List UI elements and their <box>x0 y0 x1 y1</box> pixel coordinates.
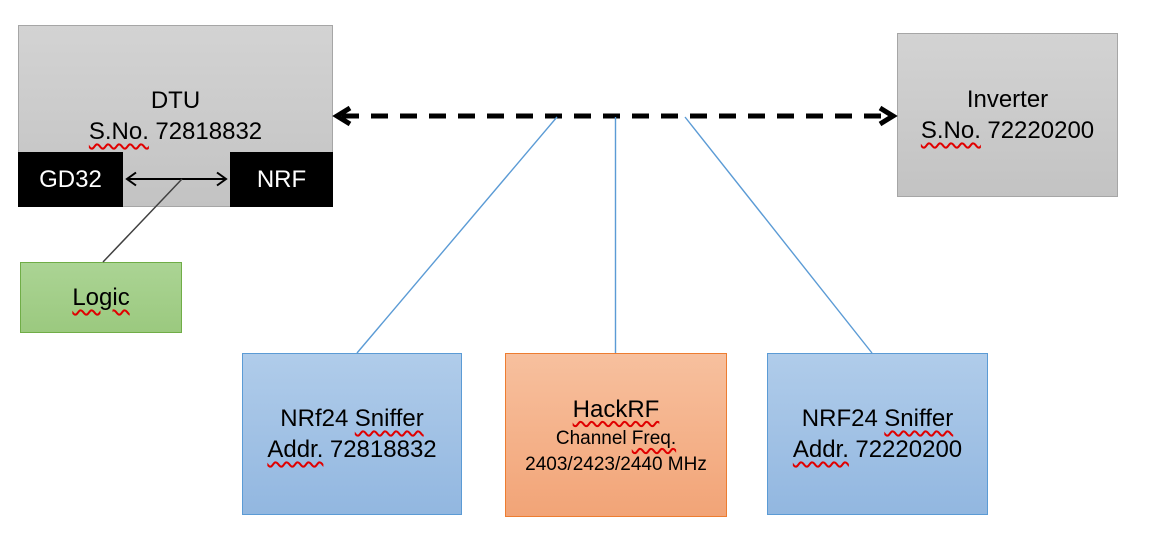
sniffer-inverter-addr-value: 72220200 <box>855 436 963 463</box>
sniffer-dtu-title: NRf24 Sniffer <box>280 403 423 434</box>
inverter-title: Inverter <box>966 86 1049 113</box>
hackrf-frequencies: 2403/2423/2440 MHz <box>525 453 707 475</box>
sniffer-inverter-title-prefix: NRF24 <box>801 405 878 432</box>
sniffer-inverter-title-word: Sniffer <box>884 405 954 432</box>
hackrf-subtitle-prefix: Channel <box>555 427 627 449</box>
node-hackrf: HackRF Channel Freq. 2403/2423/2440 MHz <box>505 353 727 517</box>
dtu-serial-value: 72818832 <box>155 118 263 145</box>
sniffer-inverter-addr-label: Addr. <box>792 436 849 463</box>
hackrf-title-text: HackRF <box>572 395 660 423</box>
sniffer-inverter-addr: Addr. 72220200 <box>793 434 962 465</box>
node-nrf: NRF <box>230 152 333 207</box>
node-logic: Logic <box>20 262 182 333</box>
dashed-arrowhead-right-icon <box>878 105 898 127</box>
sniffer-dtu-title-word: Sniffer <box>354 405 424 432</box>
node-gd32: GD32 <box>18 152 123 207</box>
connector-line-sniffer-dtu <box>356 116 558 354</box>
node-sniffer-dtu: NRf24 Sniffer Addr. 72818832 <box>242 353 462 515</box>
sniffer-dtu-addr-label: Addr. <box>267 436 324 463</box>
sniffer-inverter-title: NRF24 Sniffer <box>802 403 953 434</box>
node-inverter: Inverter S.No. 72220200 <box>897 33 1118 197</box>
dashed-arrowhead-left-icon <box>332 105 352 127</box>
inverter-serial: S.No. 72220200 <box>921 115 1094 146</box>
hackrf-subtitle: Channel Freq. <box>556 426 676 452</box>
hackrf-title: HackRF <box>573 393 660 426</box>
sniffer-dtu-title-prefix: NRf24 <box>280 405 349 432</box>
logic-label-text: Logic <box>72 284 130 311</box>
hackrf-subtitle-word: Freq. <box>631 427 677 449</box>
connector-line-sniffer-inverter <box>684 116 873 354</box>
inverter-serial-value: 72220200 <box>987 117 1095 144</box>
sniffer-dtu-addr-value: 72818832 <box>329 436 437 463</box>
dtu-serial: S.No. 72818832 <box>89 116 262 147</box>
dtu-serial-label: S.No. <box>88 118 149 145</box>
inverter-serial-label: S.No. <box>920 117 981 144</box>
sniffer-dtu-addr: Addr. 72818832 <box>267 434 436 465</box>
dtu-title: DTU <box>150 87 201 114</box>
logic-label: Logic <box>72 282 129 313</box>
node-sniffer-inverter: NRF24 Sniffer Addr. 72220200 <box>767 353 988 515</box>
gd32-label: GD32 <box>39 166 102 193</box>
nrf-label: NRF <box>256 166 307 193</box>
